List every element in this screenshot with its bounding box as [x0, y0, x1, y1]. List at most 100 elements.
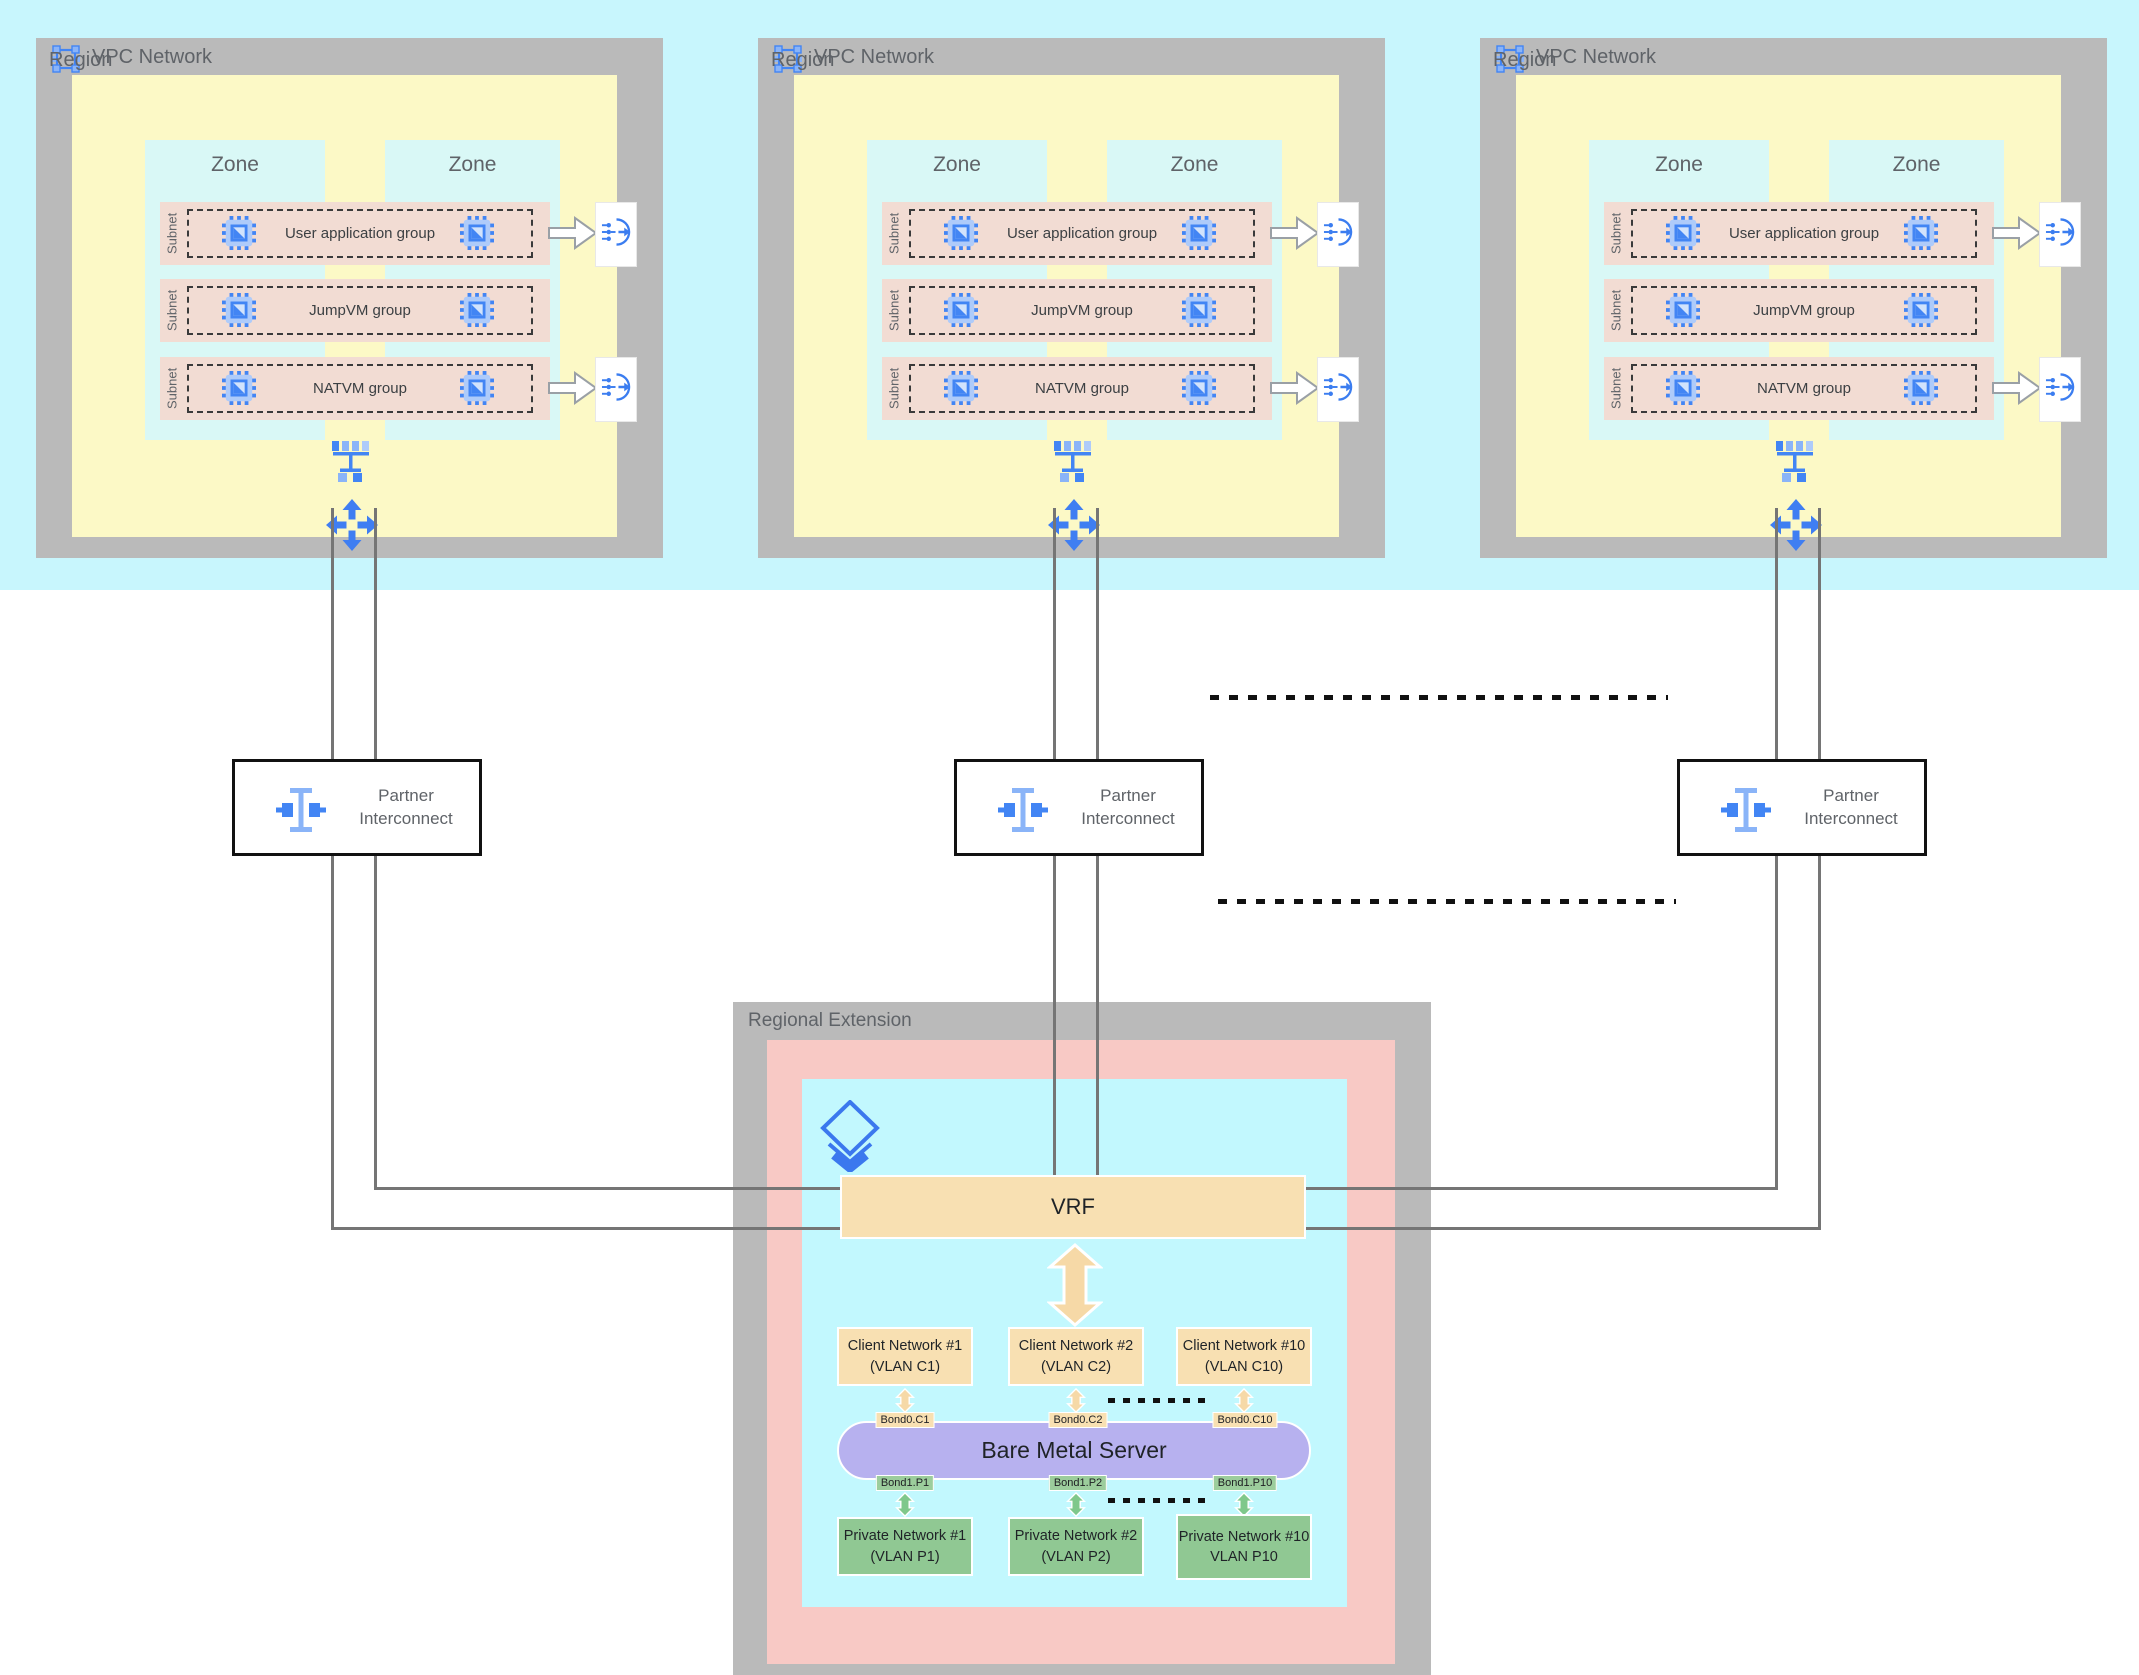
- continuation-dots: [1210, 695, 1668, 700]
- network-tree-icon: [331, 441, 371, 487]
- subnet-label: Subnet: [164, 367, 180, 410]
- continuation-dots: [1108, 1398, 1206, 1403]
- egress-arrow: [1992, 215, 2042, 251]
- connector-line: [374, 1187, 842, 1190]
- egress-arrow: [548, 370, 598, 406]
- group-label: JumpVM group: [1753, 302, 1855, 319]
- regional-extension-title: Regional Extension: [748, 1010, 912, 1031]
- subnet-row-jumpvm: Subnet JumpVM group: [1604, 279, 1994, 342]
- group-label: User application group: [284, 225, 436, 242]
- vm-instance-icon: [222, 293, 256, 327]
- client-network-box-10: Client Network #10 (VLAN C10): [1176, 1327, 1312, 1386]
- bond0-label-2: Bond0.C2: [1048, 1412, 1108, 1428]
- vrf-bar: VRF: [840, 1175, 1306, 1239]
- zone-label: Zone: [211, 153, 259, 176]
- vm-instance-icon: [1666, 371, 1700, 405]
- connector-line: [331, 508, 334, 1230]
- label-line: Interconnect: [359, 808, 453, 828]
- vpc-network-title: VPC Network: [1536, 46, 1657, 68]
- load-balancer-icon: [600, 371, 632, 408]
- vm-instance-icon: [222, 371, 256, 405]
- vm-instance-icon: [944, 216, 978, 250]
- instance-group-box: JumpVM group: [1631, 286, 1977, 335]
- subnet-label: Subnet: [886, 289, 902, 332]
- bond-arrow-orange: [1234, 1388, 1254, 1414]
- instance-group-box: NATVM group: [1631, 364, 1977, 413]
- bond0-label-1: Bond0.C1: [875, 1412, 935, 1428]
- label-line: Partner: [1823, 785, 1879, 805]
- load-balancer-icon: [1322, 371, 1354, 408]
- label-line: Client Network #1: [847, 1338, 963, 1355]
- group-label: NATVM group: [1757, 380, 1851, 397]
- bond-arrow-orange: [1066, 1388, 1086, 1414]
- private-network-box-1: Private Network #1 (VLAN P1): [837, 1517, 973, 1576]
- load-balancer-box: [2040, 203, 2080, 266]
- subnet-label: Subnet: [1608, 367, 1624, 410]
- group-label: JumpVM group: [1031, 302, 1133, 319]
- label-line: (VLAN P1): [870, 1548, 940, 1565]
- vm-instance-icon: [944, 293, 978, 327]
- bond-arrow-green: [895, 1492, 915, 1518]
- bond1-label-10: Bond1.P10: [1212, 1475, 1278, 1491]
- load-balancer-icon: [2044, 216, 2076, 253]
- instance-group-box: JumpVM group: [187, 286, 533, 335]
- label-line: Interconnect: [1081, 808, 1175, 828]
- subnet-label: Subnet: [1608, 289, 1624, 332]
- label-line: (VLAN C10): [1204, 1358, 1284, 1375]
- load-balancer-icon: [1322, 216, 1354, 253]
- subnet-row-user-app: Subnet User application group: [160, 202, 550, 265]
- subnet-row-jumpvm: Subnet JumpVM group: [882, 279, 1272, 342]
- vm-instance-icon: [1904, 293, 1938, 327]
- instance-group-box: JumpVM group: [909, 286, 1255, 335]
- load-balancer-icon: [600, 216, 632, 253]
- vpc-network-title: VPC Network: [814, 46, 935, 68]
- vm-instance-icon: [1182, 216, 1216, 250]
- load-balancer-box: [1318, 358, 1358, 421]
- private-network-box-2: Private Network #2 (VLAN P2): [1008, 1517, 1144, 1576]
- bond-arrow-orange: [895, 1388, 915, 1414]
- load-balancer-box: [1318, 203, 1358, 266]
- vm-instance-icon: [460, 371, 494, 405]
- bond1-label-2: Bond1.P2: [1048, 1475, 1108, 1491]
- subnet-label: Subnet: [886, 212, 902, 255]
- network-tree-icon: [1053, 441, 1093, 487]
- subnet-row-user-app: Subnet User application group: [1604, 202, 1994, 265]
- subnet-label: Subnet: [164, 289, 180, 332]
- bond1-label-1: Bond1.P1: [875, 1475, 935, 1491]
- label-line: Private Network #10: [1178, 1528, 1310, 1545]
- load-balancer-icon: [2044, 371, 2076, 408]
- partner-interconnect-label: Partner Interconnect: [1061, 762, 1195, 853]
- label-line: Partner: [378, 785, 434, 805]
- vm-instance-icon: [1666, 216, 1700, 250]
- egress-arrow: [1270, 370, 1320, 406]
- label-line: Client Network #2: [1018, 1338, 1134, 1355]
- load-balancer-box: [596, 203, 636, 266]
- egress-arrow: [548, 215, 598, 251]
- zone-label: Zone: [1892, 153, 1941, 176]
- instance-group-box: NATVM group: [909, 364, 1255, 413]
- subnet-row-jumpvm: Subnet JumpVM group: [160, 279, 550, 342]
- group-label: User application group: [1006, 225, 1158, 242]
- zone-label: Zone: [1655, 153, 1703, 176]
- connector-line: [331, 1227, 842, 1230]
- group-label: User application group: [1728, 225, 1880, 242]
- network-tree-icon: [1775, 441, 1815, 487]
- connector-line: [1304, 1227, 1821, 1230]
- zone-label: Zone: [933, 153, 981, 176]
- group-label: NATVM group: [313, 380, 407, 397]
- load-balancer-box: [596, 358, 636, 421]
- subnet-row-user-app: Subnet User application group: [882, 202, 1272, 265]
- vm-instance-icon: [222, 216, 256, 250]
- vm-instance-icon: [1904, 216, 1938, 250]
- label-line: Client Network #10: [1182, 1338, 1306, 1355]
- partner-interconnect-box-2: Partner Interconnect: [954, 759, 1204, 856]
- bond-arrow-green: [1066, 1492, 1086, 1518]
- vpc-network-block-2: VPC Network Region Zone Zone Subnet User…: [758, 38, 1385, 558]
- vm-instance-icon: [944, 371, 978, 405]
- connector-line: [1818, 508, 1821, 1230]
- instance-group-box: NATVM group: [187, 364, 533, 413]
- label-line: (VLAN P2): [1041, 1548, 1111, 1565]
- connector-line: [1304, 1187, 1778, 1190]
- subnet-label: Subnet: [886, 367, 902, 410]
- zone-label: Zone: [448, 153, 497, 176]
